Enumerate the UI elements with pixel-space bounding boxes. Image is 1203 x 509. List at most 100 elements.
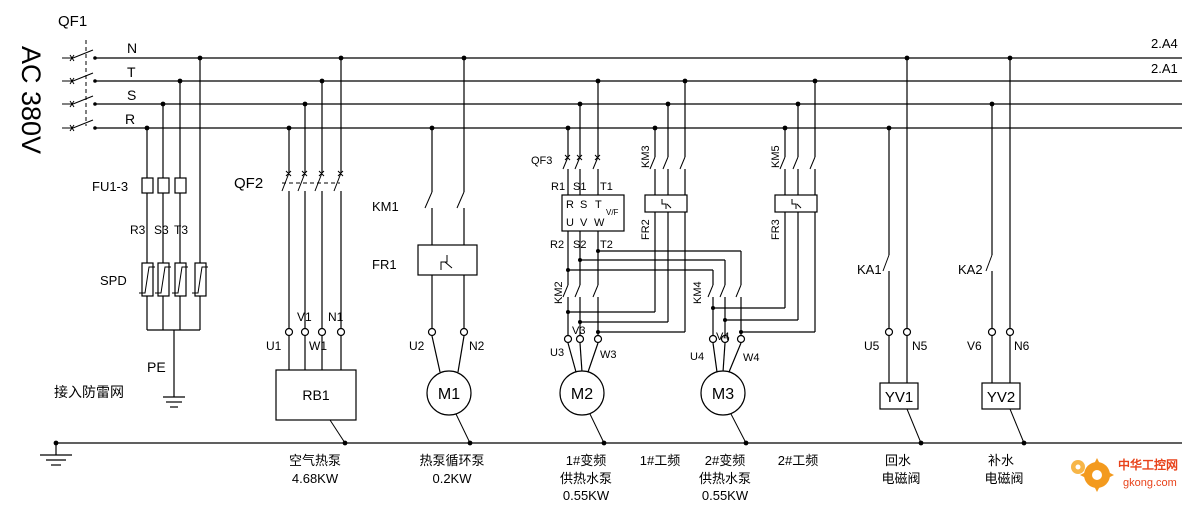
pump1-line-label: 1#工频 [640, 453, 680, 468]
pump1-circuit: QF3 R1 S1 T1 R S T V/F U V W R2 S2 T2 KM… [531, 78, 688, 503]
term-u3: U3 [550, 347, 564, 359]
motor-m1 [426, 370, 472, 416]
km2-contacts [562, 284, 599, 298]
pe-label: PE [147, 359, 166, 375]
vfd-v: V [580, 217, 588, 229]
ground-symbol-pe [163, 396, 185, 408]
pump2-name-2: 供热水泵 [699, 471, 751, 486]
gear-icon [1071, 458, 1114, 492]
km5-label: KM5 [770, 145, 782, 168]
fuse-r [141, 177, 154, 194]
bus-label-t: T [127, 64, 136, 80]
lightning-net-note: 接入防雷网 [54, 384, 124, 400]
term-n1: N1 [328, 310, 344, 324]
valve2-name-2: 电磁阀 [984, 471, 1023, 486]
term-n5: N5 [912, 339, 928, 353]
qf3-label: QF3 [531, 155, 552, 167]
ka1-label: KA1 [857, 262, 882, 277]
qf3-breaker-symbol [562, 154, 601, 170]
vfd-w: W [594, 217, 605, 229]
km2-label: KM2 [553, 281, 565, 304]
valve2-name-1: 补水 [988, 453, 1014, 468]
yv2-box [981, 382, 1021, 410]
spd-label: SPD [100, 273, 127, 288]
bus-label-n: N [127, 40, 137, 56]
ka1-contact [882, 254, 890, 272]
vfd-box [561, 194, 625, 232]
vfd-s: S [580, 199, 587, 211]
term-n6: N6 [1014, 339, 1030, 353]
term-w4: W4 [743, 352, 760, 364]
valve2-circuit: KA2 V6 N6 YV2 补水 电磁阀 [958, 55, 1030, 486]
motor-m1-label: M1 [438, 386, 460, 403]
term-v4: V4 [716, 331, 729, 343]
supply-voltage: AC 380V [16, 46, 46, 154]
thermal-relay-icon [440, 255, 453, 270]
fr1-label: FR1 [372, 257, 397, 272]
motor-m2-label: M2 [571, 386, 593, 403]
vfd-out-t2: T2 [600, 239, 613, 251]
watermark: 中华工控网 gkong.com [1071, 457, 1178, 492]
supply-section: AC 380V QF1 N T S R 2.A4 2.A1 [16, 13, 1182, 154]
vfd-out-s2: S2 [573, 239, 586, 251]
pump1-name-2: 供热水泵 [560, 471, 612, 486]
fr3-icon [791, 199, 802, 209]
term-n2: N2 [469, 339, 485, 353]
term-u4: U4 [690, 351, 704, 363]
circ-pump-power: 0.2KW [432, 471, 472, 486]
vfd-t: T [595, 199, 602, 211]
term-v6: V6 [967, 339, 982, 353]
km4-label: KM4 [692, 281, 704, 304]
vfd-in-t1: T1 [600, 181, 613, 193]
qf2-breaker-symbol [281, 170, 344, 192]
term-v1: V1 [297, 310, 312, 324]
term-v3: V3 [572, 325, 585, 337]
fuse-t [174, 177, 187, 194]
term-w3: W3 [600, 349, 617, 361]
bus-label-r: R [125, 111, 135, 127]
surge-phase-r3: R3 [130, 223, 146, 237]
vfd-out-r2: R2 [550, 239, 564, 251]
surge-section: FU1-3 R3 S3 T3 SPD PE 接入防雷网 [54, 55, 208, 408]
air-pump-power: 4.68KW [292, 471, 339, 486]
circ-pump-name: 热泵循环泵 [419, 453, 484, 468]
motor-m3 [700, 370, 746, 416]
km1-label: KM1 [372, 199, 399, 214]
vfd-u: U [566, 217, 574, 229]
air-heat-pump-circuit: QF2 V1 N1 U1 W1 RB1 空气热泵 4.68KW [234, 55, 357, 486]
vfd-r: R [566, 199, 574, 211]
yv1-box [879, 382, 919, 410]
valve1-name-1: 回水 [885, 453, 911, 468]
fr2-icon [661, 199, 672, 209]
vfd-in-r1: R1 [551, 181, 565, 193]
yv2-label: YV2 [987, 389, 1015, 406]
air-pump-name: 空气热泵 [289, 453, 341, 468]
bottom-common-line [40, 440, 1182, 466]
km4-contacts [707, 284, 742, 298]
term-u2: U2 [409, 339, 425, 353]
watermark-brand: 中华工控网 [1118, 457, 1178, 472]
ka2-contact [985, 254, 993, 272]
pump2-circuit: KM4 KM5 FR3 V4 U4 W4 M3 2 [566, 78, 818, 503]
km3-contacts [649, 156, 686, 170]
ref-2a1: 2.A1 [1151, 61, 1178, 76]
ref-2a4: 2.A4 [1151, 36, 1178, 51]
km1-contacts [424, 191, 465, 209]
term-u5: U5 [864, 339, 880, 353]
pump1-power: 0.55KW [563, 488, 610, 503]
qf2-label: QF2 [234, 175, 263, 192]
bus-label-s: S [127, 87, 136, 103]
fr2-label: FR2 [640, 219, 652, 240]
qf1-breaker-symbol [62, 40, 97, 132]
vfd-in-s1: S1 [573, 181, 586, 193]
surge-phase-s3: S3 [154, 223, 169, 237]
term-w1: W1 [309, 339, 327, 353]
vfd-tag: V/F [606, 208, 619, 217]
pump2-line-label: 2#工频 [778, 453, 818, 468]
circulation-pump-circuit: KM1 FR1 U2 N2 M1 热泵循环泵 0.2KW [372, 55, 485, 486]
spd-symbol [139, 262, 208, 297]
yv1-label: YV1 [885, 389, 913, 406]
qf1-label: QF1 [58, 13, 87, 30]
motor-m3-label: M3 [712, 386, 734, 403]
